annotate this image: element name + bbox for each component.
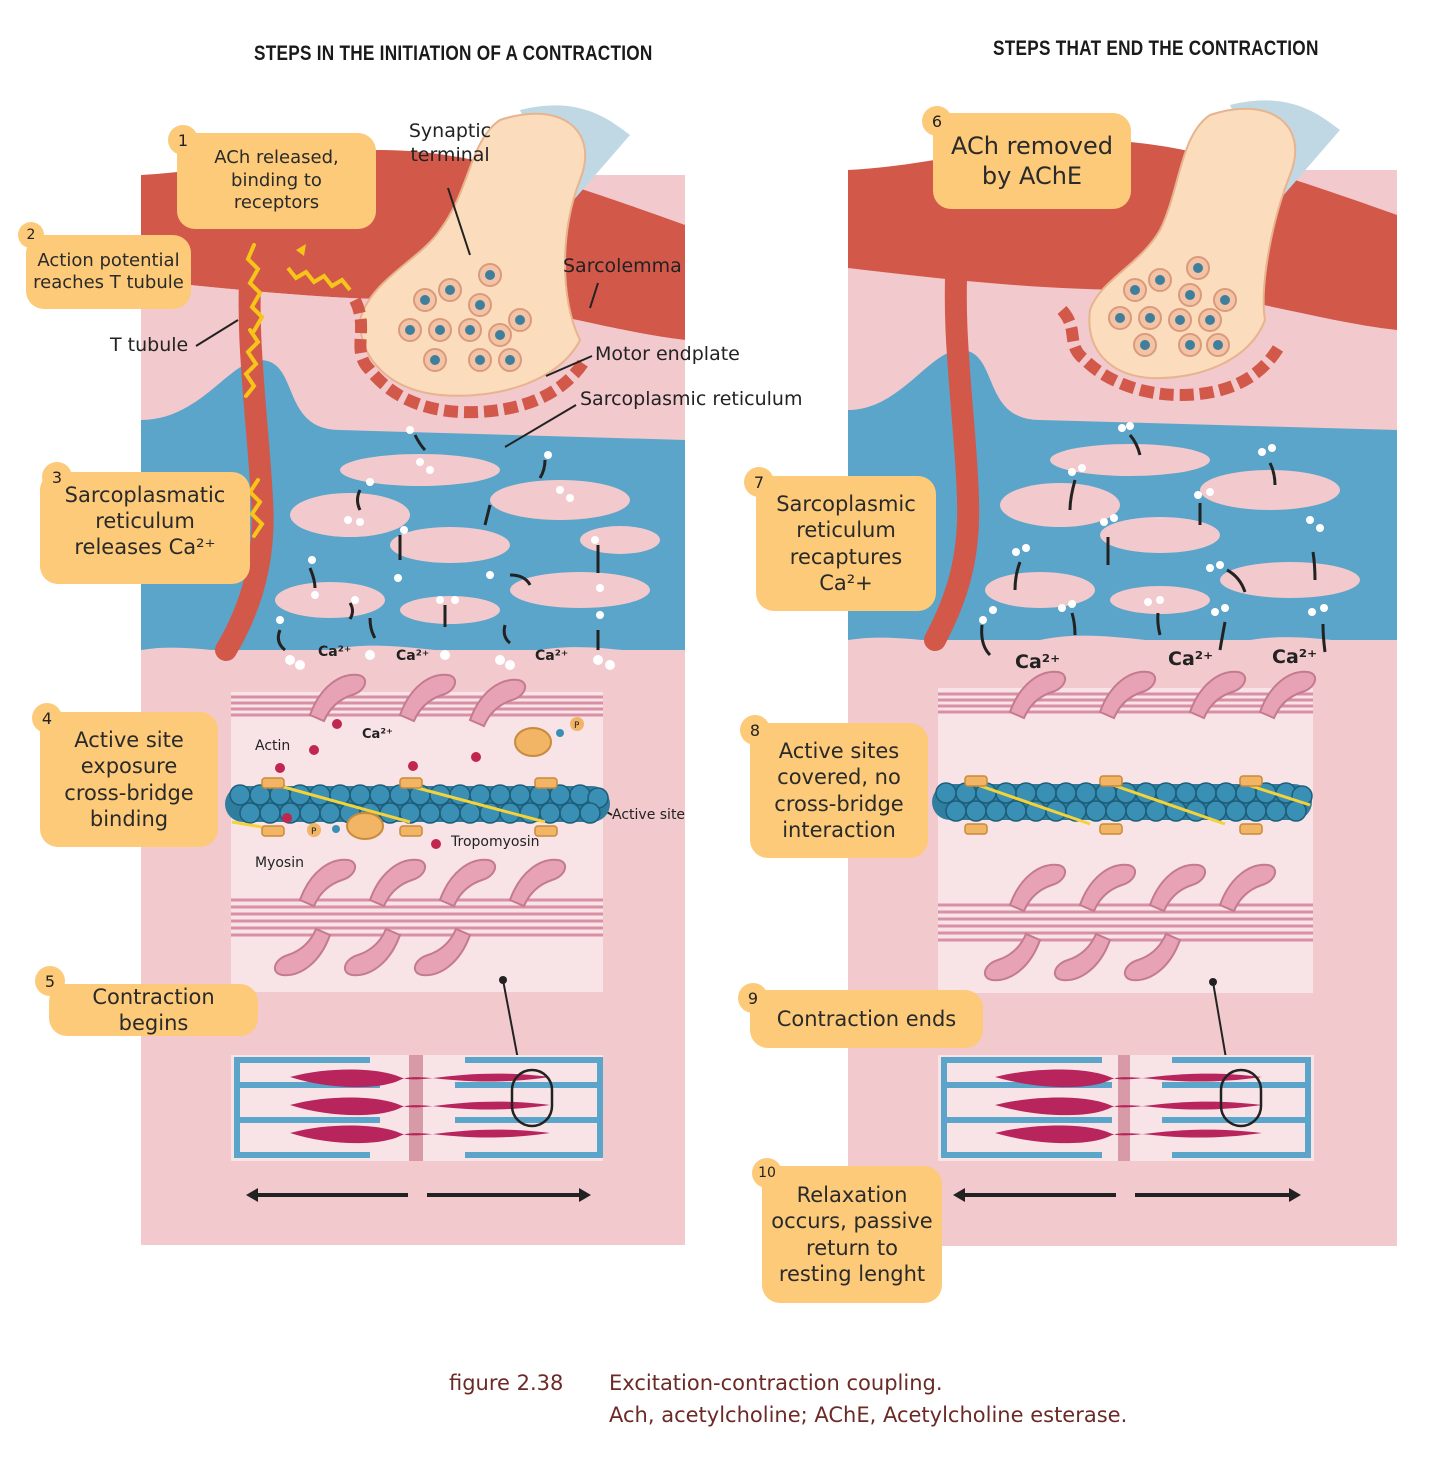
left-actin-ca-label: Ca²⁺ xyxy=(362,727,393,742)
step-4-callout: Active site exposure cross-bridge bindin… xyxy=(40,712,218,847)
sarcolemma-label: Sarcolemma xyxy=(563,255,682,277)
right-t-tubule xyxy=(924,234,980,651)
step-7-text: Sarcoplasmic reticulum recaptures Ca²+ xyxy=(776,492,916,595)
caption-line-1: Excitation-contraction coupling. xyxy=(609,1371,943,1395)
caption-line-2: Ach, acetylcholine; AChE, Acetylcholine … xyxy=(609,1403,1128,1427)
step-2-text: Action potential reaches T tubule xyxy=(33,249,184,294)
step-5-text: Contraction begins xyxy=(92,984,215,1035)
step-5-number: 5 xyxy=(35,966,65,996)
action-potential-zigzag xyxy=(243,243,265,538)
left-calcium-arrows xyxy=(276,434,600,652)
left-t-tubule xyxy=(215,239,274,661)
left-phosphate-1: P xyxy=(574,721,580,731)
right-actin-filament xyxy=(932,775,1313,835)
left-panel: Ca²⁺ Ca²⁺ Ca²⁺ Ca²⁺ xyxy=(130,105,685,1245)
step-10-callout: Relaxation occurs, passive return to res… xyxy=(762,1166,942,1303)
left-sarcoplasmic-reticulum xyxy=(141,360,685,690)
myosin-label: Myosin xyxy=(255,855,304,871)
caption-figure-number: figure 2.38 xyxy=(449,1371,564,1395)
step-3-text: Sarcoplasmatic reticulum releases Ca²⁺ xyxy=(64,482,226,560)
left-actin-filament xyxy=(225,727,610,840)
right-heading: STEPS THAT END THE CONTRACTION xyxy=(993,37,1319,60)
step-7-number: 7 xyxy=(744,467,774,497)
step-5-callout: Contraction begins xyxy=(49,984,258,1036)
right-ca-label-3: Ca²⁺ xyxy=(1272,646,1317,668)
synaptic-terminal-label: Synaptic terminal xyxy=(408,120,492,166)
step-2-number: 2 xyxy=(18,222,44,248)
step-7-callout: Sarcoplasmic reticulum recaptures Ca²+ xyxy=(756,476,936,611)
actin-label: Actin xyxy=(255,738,291,754)
right-panel: Ca²⁺ Ca²⁺ Ca²⁺ xyxy=(848,100,1397,1246)
step-9-callout: Contraction ends xyxy=(750,990,983,1048)
step-10-number: 10 xyxy=(752,1158,782,1188)
t-tubule-label: T tubule xyxy=(110,334,189,356)
right-motor-endplate xyxy=(1057,305,1286,402)
step-8-text: Active sites covered, no cross-bridge in… xyxy=(774,739,904,842)
step-9-number: 9 xyxy=(738,983,768,1013)
left-ca-label-1: Ca²⁺ xyxy=(318,644,351,660)
left-ca-label-3: Ca²⁺ xyxy=(535,648,568,664)
tropomyosin-label: Tropomyosin xyxy=(451,834,540,850)
step-2-callout: Action potential reaches T tubule xyxy=(26,235,191,309)
step-3-number: 3 xyxy=(42,462,72,492)
left-tropomyosin xyxy=(279,784,411,824)
right-calcium-arrows xyxy=(980,434,1327,657)
step-6-text: ACh removed by AChE xyxy=(951,132,1113,190)
step-6-callout: ACh removed by AChE xyxy=(933,113,1131,209)
right-ca-label-1: Ca²⁺ xyxy=(1015,651,1060,673)
step-8-number: 8 xyxy=(740,715,770,745)
sarcoplasmic-reticulum-label: Sarcoplasmic reticulum xyxy=(580,388,803,410)
left-myosin-bundle xyxy=(231,898,603,937)
motor-endplate-label: Motor endplate xyxy=(595,343,740,365)
right-ca-label-2: Ca²⁺ xyxy=(1168,648,1213,670)
step-3-callout: Sarcoplasmatic reticulum releases Ca²⁺ xyxy=(40,472,250,584)
left-motor-endplate xyxy=(349,297,591,419)
step-1-number: 1 xyxy=(168,125,198,155)
step-4-text: Active site exposure cross-bridge bindin… xyxy=(64,728,194,831)
right-myofibril xyxy=(938,688,1313,993)
step-9-text: Contraction ends xyxy=(776,1006,957,1031)
left-heading: STEPS IN THE INITIATION OF A CONTRACTION xyxy=(254,42,653,65)
step-4-number: 4 xyxy=(32,703,62,733)
step-1-callout: ACh released, binding to receptors xyxy=(177,133,376,229)
step-8-callout: Active sites covered, no cross-bridge in… xyxy=(750,723,928,858)
step-6-number: 6 xyxy=(922,106,952,136)
left-phosphate-2: P xyxy=(311,827,317,837)
right-calcium-ions xyxy=(979,422,1328,624)
step-1-text: ACh released, binding to receptors xyxy=(214,147,339,214)
active-site-label: Active site xyxy=(612,807,686,823)
left-calcium-ions xyxy=(276,426,615,670)
left-ca-label-2: Ca²⁺ xyxy=(396,648,429,664)
step-10-text: Relaxation occurs, passive return to res… xyxy=(771,1183,933,1286)
